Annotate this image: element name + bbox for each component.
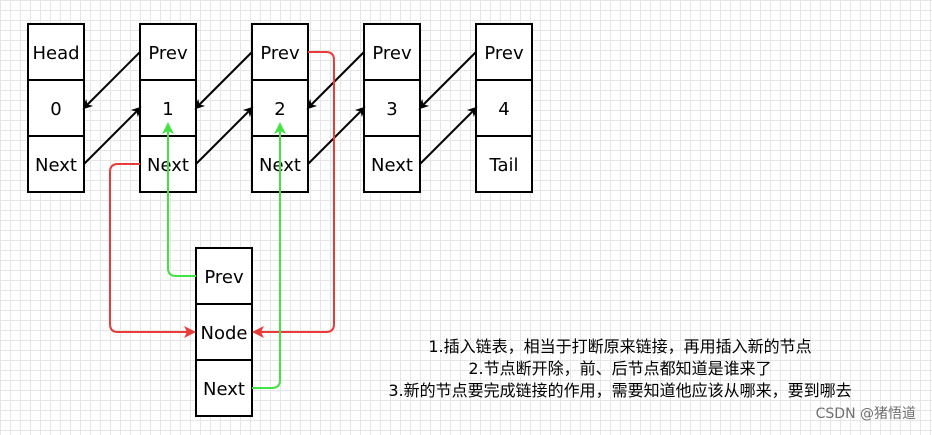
note-line-3: 3.新的节点要完成链接的作用，需要知道他应该从哪来，要到哪去 (388, 381, 852, 400)
list-node-0: Head 0 Next (27, 23, 85, 193)
next-arrow-3-to-4 (419, 106, 478, 165)
node-4-prev-label: Prev (484, 43, 524, 64)
prev-arrow-4-to-3 (418, 51, 477, 110)
node-0-value-label: 0 (50, 99, 61, 120)
watermark: CSDN @猪悟道 (815, 406, 916, 422)
node-3-value-label: 3 (386, 99, 397, 120)
node-0-next-cell (27, 135, 85, 193)
node-3-prev-cell (363, 23, 421, 81)
node-2-value-label: 2 (274, 99, 285, 120)
prev-arrow-2-to-1 (194, 51, 253, 110)
list-node-3: Prev 3 Next (363, 23, 421, 193)
node-4-value-cell (475, 79, 533, 137)
node-3-next-cell (363, 135, 421, 193)
note-line-2: 2.节点断开除，前、后节点都知道是谁来了 (468, 359, 772, 378)
new-node-next-label: Next (203, 379, 245, 400)
red-arrow-node1-next-to-new (109, 163, 196, 338)
new-node: Prev Node Next (195, 247, 253, 417)
node-3-next-label: Next (371, 155, 413, 176)
node-3-prev-label: Prev (372, 43, 412, 64)
list-node-4: Prev 4 Tail (475, 23, 533, 193)
node-1-prev-cell (139, 23, 197, 81)
prev-arrow-1-to-0 (82, 51, 141, 110)
node-4-value-label: 4 (498, 99, 509, 120)
prev-arrow-3-to-2 (306, 51, 365, 110)
note-line-1: 1.插入链表，相当于打断原来链接，再用插入新的节点 (428, 337, 812, 356)
next-arrow-0-to-1 (83, 106, 142, 165)
node-2-prev-label: Prev (260, 43, 300, 64)
new-node-prev-label: Prev (204, 267, 244, 288)
node-0-next-label: Next (35, 155, 77, 176)
node-1-value-label: 1 (162, 99, 173, 120)
node-0-prev-label: Head (32, 43, 79, 64)
node-4-prev-cell (475, 23, 533, 81)
next-arrow-1-to-2 (195, 106, 254, 165)
node-0-prev-cell (27, 23, 85, 81)
node-4-next-label: Tail (488, 155, 518, 176)
green-arrow-new-next-to-node2 (252, 122, 286, 389)
next-arrow-2-to-3 (307, 106, 366, 165)
node-4-next-cell (475, 135, 533, 193)
green-arrow-new-prev-to-node1 (162, 122, 196, 277)
new-node-value-label: Node (201, 323, 248, 344)
node-1-prev-label: Prev (148, 43, 188, 64)
red-arrow-node2-prev-to-new (252, 51, 335, 338)
